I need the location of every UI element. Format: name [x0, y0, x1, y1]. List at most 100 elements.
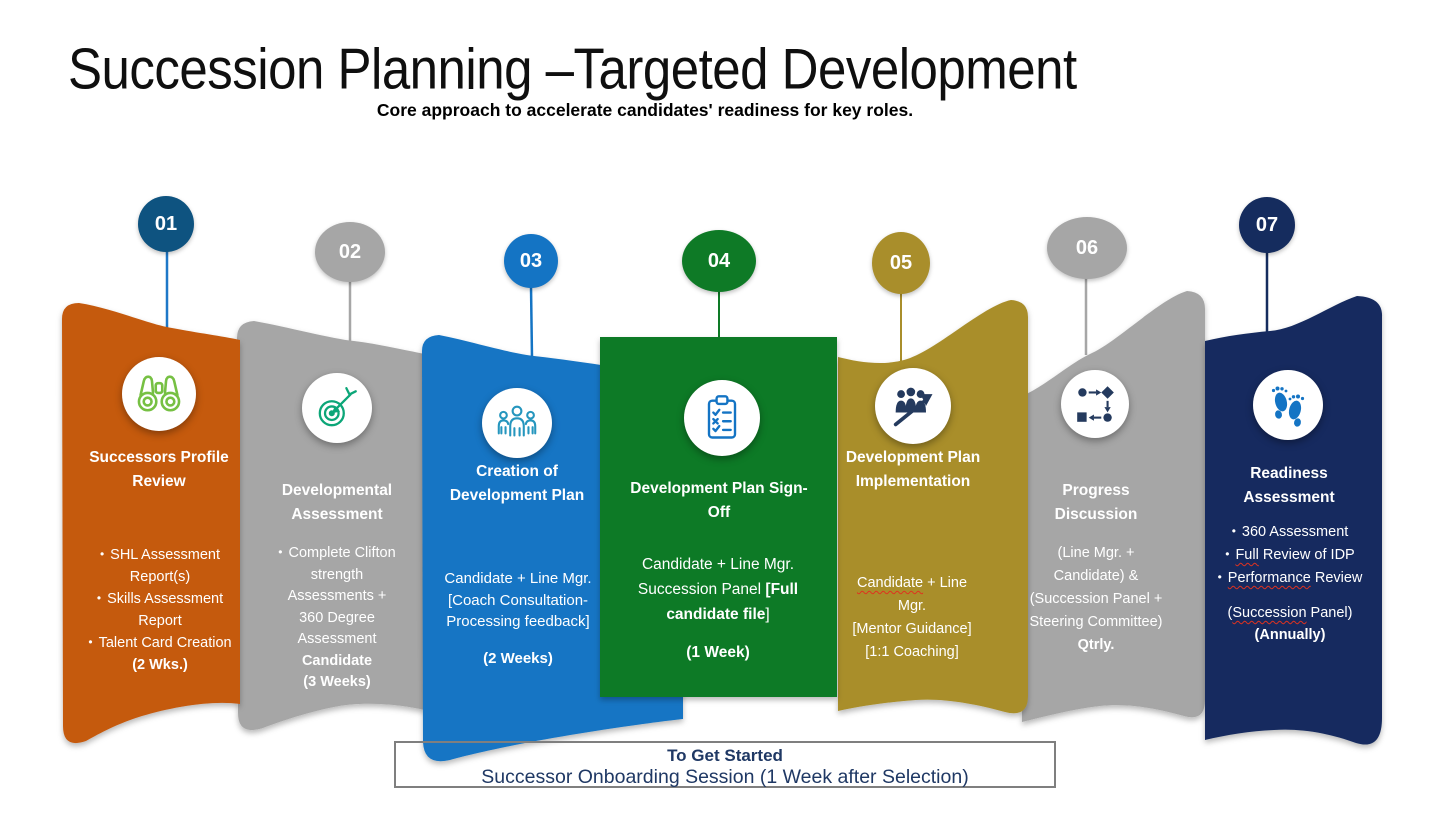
body-line: Candidate) & — [1053, 568, 1139, 584]
step-05-number-badge: 05 — [872, 232, 930, 294]
step-03-body: Candidate + Line Mgr. [Coach Consultatio… — [431, 568, 605, 669]
bullet-marker: • — [1231, 524, 1236, 538]
bullet-item: • SHL Assessment Report(s) — [74, 544, 246, 588]
step-02-number-badge: 02 — [315, 222, 385, 282]
body-line: Processing feedback] — [446, 613, 590, 630]
bullet-text: Review — [1310, 570, 1363, 586]
get-started-text: Successor Onboarding Session (1 Week aft… — [481, 766, 969, 788]
body-text: Complete Clifton — [288, 545, 396, 561]
bullet-item: • Full Review of IDP — [1216, 543, 1364, 566]
bullet-text: SHL Assessment Report(s) — [110, 547, 221, 585]
people-growth-arrow-icon — [893, 387, 933, 427]
step-04-title: Development Plan Sign-Off — [630, 480, 808, 521]
bullet-item: • Talent Card Creation — [74, 632, 246, 655]
body-line: Candidate + Line — [836, 572, 988, 595]
binoculars-icon — [137, 375, 181, 412]
body-line: Mgr. — [897, 598, 927, 614]
body-line: [Coach Consultation- — [447, 591, 589, 609]
step-number: 02 — [338, 240, 362, 263]
body-text: + Line — [923, 575, 968, 591]
step-07-number-badge: 07 — [1239, 197, 1295, 253]
banner-step-04 — [600, 337, 837, 697]
step-04-icon-circle — [684, 380, 760, 456]
step-01-number-badge: 01 — [138, 196, 194, 252]
body-line: 360 Degree — [299, 609, 375, 626]
step-07-title: Readiness Assessment — [1243, 465, 1335, 506]
step-04-number-badge: 04 — [682, 230, 756, 292]
body-text: Candidate + Line Mgr. Succession Panel — [637, 556, 795, 598]
step-duration: (Annually) — [1254, 627, 1326, 643]
step-number: 06 — [1075, 236, 1099, 259]
step-number: 05 — [889, 251, 913, 274]
page-title: Succession Planning –Targeted Developmen… — [68, 37, 1077, 101]
body-line: Assessments + — [287, 588, 387, 604]
body-line: Candidate + Line Mgr. — [444, 570, 592, 587]
body-text: ( — [1227, 605, 1233, 621]
body-text: ] — [765, 606, 770, 623]
bullet-marker: • — [88, 635, 93, 649]
misspelled-word: Succession — [1232, 605, 1307, 621]
get-started-title: To Get Started — [667, 746, 783, 765]
step-number: 03 — [519, 249, 543, 272]
step-duration: (2 Weeks) — [483, 649, 553, 667]
people-group-icon — [497, 405, 537, 437]
step-07-icon-circle — [1253, 370, 1323, 440]
bullet-marker: • — [1225, 547, 1230, 561]
bullet-marker: • — [99, 547, 105, 561]
step-number: 04 — [707, 249, 731, 272]
step-02-body: •Complete Clifton strength Assessments +… — [262, 542, 412, 694]
bullet-item: • Skills Assessment Report — [74, 588, 246, 632]
process-flow-icon — [1077, 386, 1114, 422]
step-07-body: •360 Assessment • Full Review of IDP • Per… — [1216, 520, 1364, 646]
step-01-body: • SHL Assessment Report(s) • Skills Assess… — [74, 544, 246, 676]
step-06-number-badge: 06 — [1047, 217, 1127, 279]
page-subtitle: Core approach to accelerate candidates' … — [376, 100, 914, 120]
banner-step-07 — [1205, 296, 1383, 745]
step-01-title: Successors Profile Review — [89, 449, 229, 490]
banner-step-02 — [237, 321, 425, 731]
body-line: •Complete Clifton — [262, 542, 412, 565]
footprints-icon — [1271, 386, 1305, 427]
step-02-icon-circle — [302, 373, 372, 443]
body-line: [1:1 Coaching] — [865, 644, 959, 660]
step-02-title: Developmental Assessment — [281, 482, 393, 523]
target-arrow-icon — [318, 387, 357, 427]
step-05-icon-circle — [875, 368, 951, 444]
misspelled-word: Candidate — [856, 575, 924, 591]
bullet-item: • Performance Review — [1216, 566, 1364, 589]
misspelled-word: Performance — [1227, 570, 1311, 586]
body-line: [Mentor Guidance] — [852, 621, 972, 637]
step-03-icon-circle — [482, 388, 552, 458]
banner-step-01 — [62, 303, 240, 744]
body-line: Steering Committee) — [1029, 614, 1163, 630]
body-line: (Succession Panel + — [1029, 591, 1163, 607]
bullet-marker: • — [1217, 570, 1222, 584]
body-line: (Succession Panel) — [1216, 602, 1364, 624]
bullet-marker: • — [96, 591, 102, 605]
step-05-title: Development Plan Implementation — [845, 449, 981, 490]
step-03-title: Creation of Development Plan — [449, 463, 585, 504]
step-number: 07 — [1255, 213, 1279, 236]
body-line: Assessment — [297, 631, 377, 647]
body-line: (Line Mgr. + — [1057, 545, 1135, 561]
bullet-text: Talent Card Creation — [98, 635, 232, 651]
bullet-text: Review of IDP — [1258, 547, 1355, 563]
body-text-bold: [Full candidate file — [666, 581, 799, 623]
connector-line-03 — [529, 285, 534, 359]
step-duration: (2 Wks.) — [132, 656, 188, 673]
step-duration: (1 Week) — [686, 644, 750, 661]
bullet-item: •360 Assessment — [1216, 520, 1364, 543]
get-started-box: To Get Started Successor Onboarding Sess… — [394, 741, 1056, 788]
step-06-icon-circle — [1061, 370, 1129, 438]
clipboard-checklist-icon — [707, 395, 737, 439]
step-05-body: Candidate + Line Mgr. [Mentor Guidance] … — [836, 572, 988, 664]
step-duration: (3 Weeks) — [303, 674, 371, 690]
step-03-number-badge: 03 — [504, 234, 558, 288]
step-06-body: (Line Mgr. + Candidate) & (Succession Pa… — [1012, 542, 1180, 657]
misspelled-word: Full — [1235, 547, 1259, 563]
body-line-bold: Candidate — [301, 652, 373, 669]
bullet-text: Skills Assessment Report — [107, 591, 224, 629]
body-text: Panel) — [1306, 605, 1353, 621]
